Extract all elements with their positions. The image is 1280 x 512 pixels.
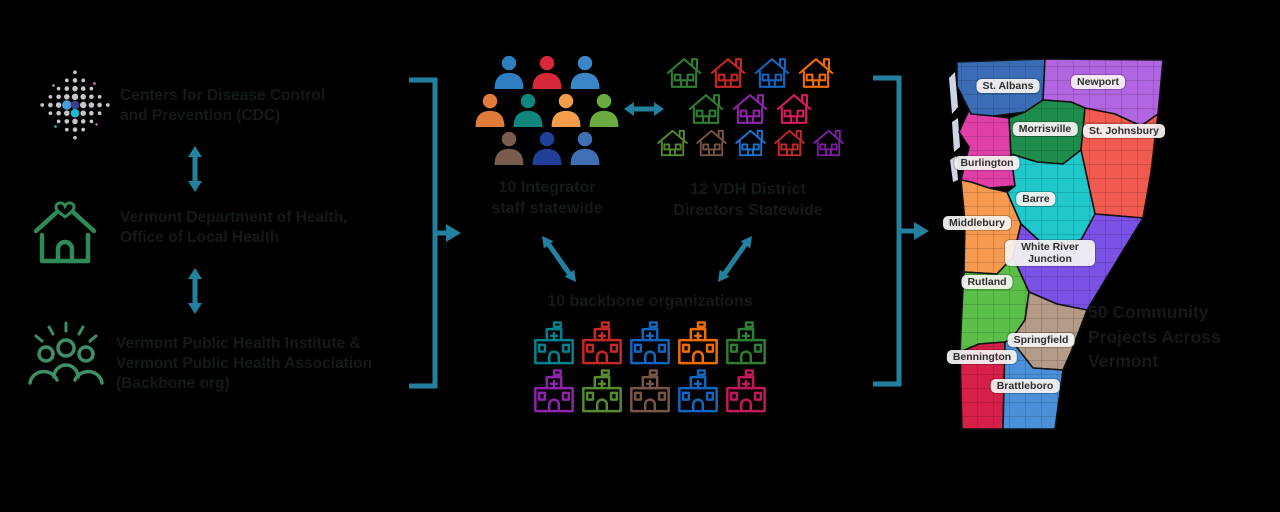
person-icon: [492, 130, 526, 166]
building-icon: [580, 368, 624, 414]
district-pill: St. Albans: [976, 79, 1040, 93]
building-row: [532, 368, 768, 414]
staff-label-line2: staff statewide: [491, 199, 603, 217]
districts-label: 12 VDH District Directors Statewide: [648, 180, 848, 222]
districts-label-line1: 12 VDH District: [690, 181, 806, 198]
district-pill: St. Johnsbury: [1082, 124, 1166, 138]
staff-label-line1: 10 Integrator: [498, 179, 596, 196]
cdc-label: Centers for Disease Control and Preventi…: [120, 86, 325, 126]
district-pill: Rutland: [961, 275, 1013, 289]
building-icon: [580, 320, 624, 366]
district-pill: Springfield: [1007, 333, 1075, 347]
house-icon: [811, 128, 846, 158]
person-icon: [587, 92, 621, 128]
district-directors-group: [655, 56, 845, 158]
staff-row: [473, 92, 621, 128]
house-icon: [708, 56, 748, 90]
map-caption-line3: Vermont: [1088, 351, 1159, 371]
cdc-label-line1: Centers for Disease Control: [120, 87, 325, 104]
house-icon: [774, 92, 814, 126]
house-heart-icon: [33, 201, 97, 264]
staff-label: 10 Integrator staff statewide: [462, 178, 632, 220]
district-pill: Middlebury: [942, 216, 1012, 230]
district-pill: White River Junction: [1005, 239, 1095, 267]
district-pill: Burlington: [954, 156, 1020, 170]
person-icon: [530, 130, 564, 166]
double-arrow-vertical-icon: [188, 268, 202, 314]
house-icon: [796, 56, 836, 90]
double-arrow-horizontal-icon: [624, 102, 664, 116]
left-bracket-arrow: [409, 77, 461, 389]
vdh-label: Vermont Department of Health, Office of …: [120, 208, 347, 248]
vtphi-label-line2: Vermont Public Health Association: [116, 354, 373, 372]
house-row: [686, 92, 814, 126]
map-caption-line2: Projects Across: [1088, 326, 1221, 347]
vtphi-label: Vermont Public Health Institute & Vermon…: [116, 334, 372, 393]
backbone-label: 10 backbone organizations: [547, 293, 753, 310]
cdc-dot-cross-icon: [40, 70, 110, 140]
double-arrow-diagonal-icon: [718, 236, 752, 282]
house-icon: [733, 128, 768, 158]
building-icon: [532, 320, 576, 366]
staff-row: [492, 54, 602, 90]
district-pill: Morrisville: [1012, 122, 1078, 136]
person-icon: [473, 92, 507, 128]
building-icon: [724, 368, 768, 414]
vtphi-label-line1: Vermont Public Health Institute &: [116, 335, 361, 352]
person-icon: [511, 92, 545, 128]
vdh-label-line2: Office of Local Health: [120, 228, 280, 246]
map-caption: 50 Community Projects Across Vermont: [1088, 300, 1221, 374]
double-arrow-vertical-icon: [188, 146, 202, 192]
house-icon: [694, 128, 729, 158]
house-row: [655, 128, 846, 158]
integrator-staff-group: [462, 54, 632, 166]
house-icon: [664, 56, 704, 90]
district-pill: Newport: [1071, 75, 1125, 89]
building-row: [532, 320, 768, 366]
building-icon: [676, 320, 720, 366]
house-icon: [655, 128, 690, 158]
districts-label-line2: Directors Statewide: [673, 201, 823, 219]
district-pill: Brattleboro: [990, 379, 1060, 393]
house-icon: [752, 56, 792, 90]
person-icon: [568, 130, 602, 166]
building-icon: [628, 320, 672, 366]
person-icon: [530, 54, 564, 90]
person-icon: [492, 54, 526, 90]
map-caption-line1: 50 Community: [1088, 302, 1209, 322]
building-icon: [628, 368, 672, 414]
double-arrow-diagonal-icon: [542, 236, 576, 282]
building-icon: [532, 368, 576, 414]
people-rays-icon: [28, 321, 104, 385]
vtphi-label-line3: (Backbone org): [116, 374, 230, 392]
person-icon: [568, 54, 602, 90]
building-icon: [676, 368, 720, 414]
building-icon: [724, 320, 768, 366]
cdc-label-line2: and Prevention (CDC): [120, 106, 281, 124]
vdh-label-line1: Vermont Department of Health,: [120, 209, 348, 226]
person-icon: [549, 92, 583, 128]
house-icon: [730, 92, 770, 126]
house-row: [664, 56, 836, 90]
backbone-orgs-group: [520, 320, 780, 414]
district-pill: Bennington: [946, 350, 1018, 364]
house-icon: [686, 92, 726, 126]
staff-row: [492, 130, 602, 166]
house-icon: [772, 128, 807, 158]
district-pill: Barre: [1016, 192, 1056, 206]
right-bracket-arrow: [873, 75, 929, 387]
